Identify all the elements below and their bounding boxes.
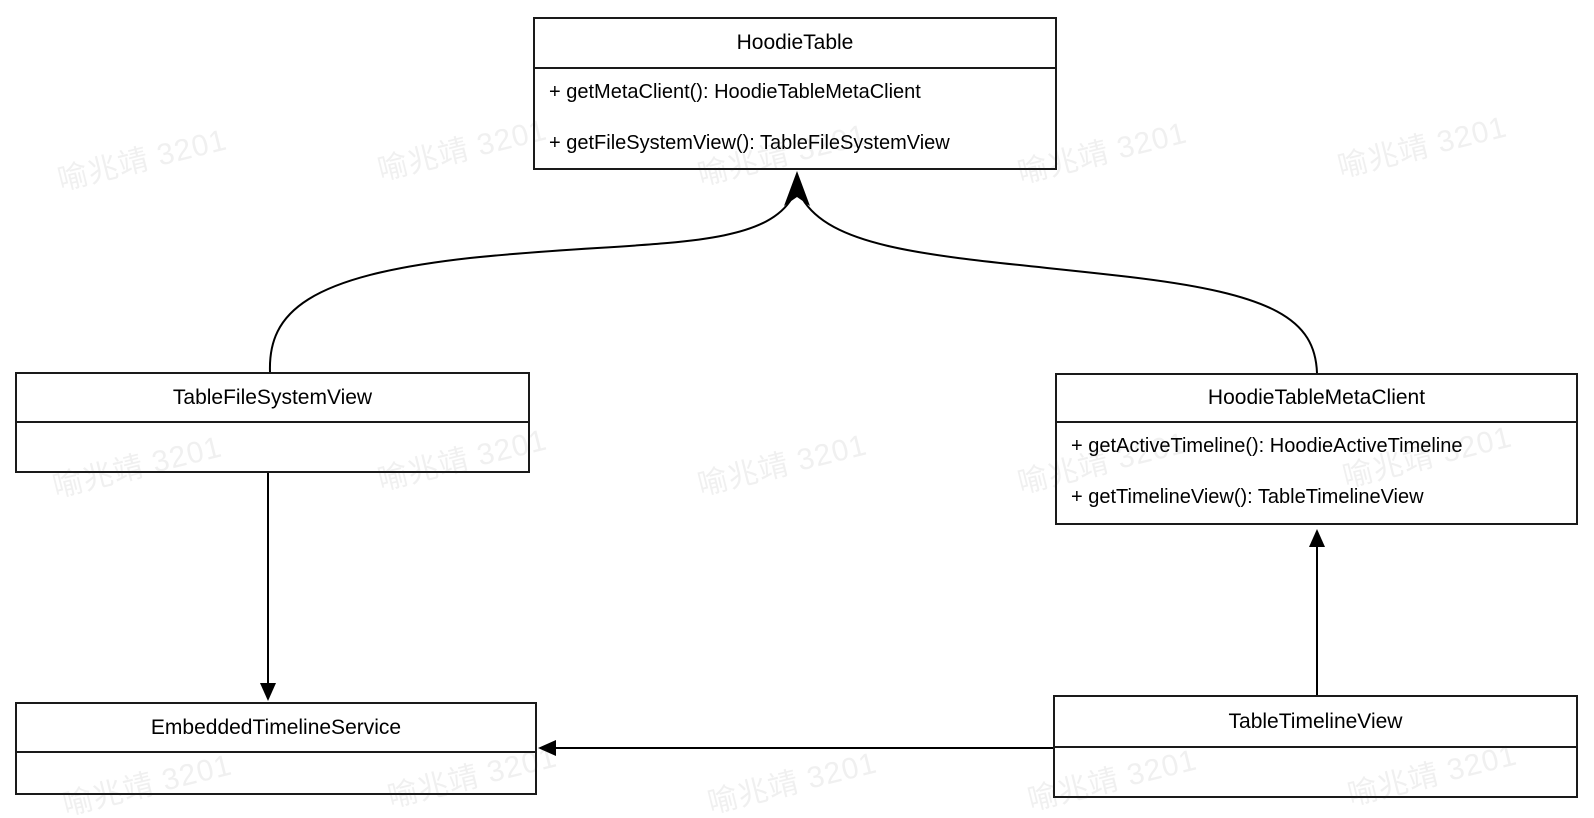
class-methods-hoodietablemetaclient: + getActiveTimeline(): HoodieActiveTimel… bbox=[1057, 423, 1576, 507]
class-box-embeddedtimelineservice: EmbeddedTimelineService bbox=[15, 702, 537, 795]
watermark: 喻兆靖 3201 bbox=[1334, 110, 1511, 185]
class-methods-hoodietable: + getMetaClient(): HoodieTableMetaClient… bbox=[535, 69, 1055, 153]
method-getfilesystemview: + getFileSystemView(): TableFileSystemVi… bbox=[549, 132, 950, 154]
class-box-tablefilesystemview: TableFileSystemView bbox=[15, 372, 530, 473]
method-getmetaclient: + getMetaClient(): HoodieTableMetaClient bbox=[549, 81, 921, 103]
class-methods-tablefilesystemview bbox=[17, 423, 528, 436]
watermark: 喻兆靖 3201 bbox=[694, 428, 871, 503]
watermark: 喻兆靖 3201 bbox=[704, 746, 881, 818]
method-gettimelineview: + getTimelineView(): TableTimelineView bbox=[1071, 486, 1424, 508]
class-title-hoodietable: HoodieTable bbox=[535, 19, 1055, 69]
class-methods-tabletimelineview bbox=[1055, 748, 1576, 761]
class-box-hoodietable: HoodieTable + getMetaClient(): HoodieTab… bbox=[533, 17, 1057, 170]
edge-hoodietablemetaclient-to-hoodietable bbox=[801, 197, 1318, 374]
method-getactivetimeline: + getActiveTimeline(): HoodieActiveTimel… bbox=[1071, 435, 1463, 457]
class-box-hoodietablemetaclient: HoodieTableMetaClient + getActiveTimelin… bbox=[1055, 373, 1578, 525]
arrowhead-left-embeddedtimelineservice bbox=[538, 740, 556, 756]
arrowhead-up-hoodietable bbox=[784, 171, 810, 206]
class-title-hoodietablemetaclient: HoodieTableMetaClient bbox=[1057, 375, 1576, 423]
watermark: 喻兆靖 3201 bbox=[374, 113, 551, 188]
watermark: 喻兆靖 3201 bbox=[54, 123, 231, 198]
class-title-embeddedtimelineservice: EmbeddedTimelineService bbox=[17, 704, 535, 753]
arrowhead-up-hoodietablemetaclient bbox=[1309, 529, 1325, 547]
class-methods-embeddedtimelineservice bbox=[17, 753, 535, 766]
class-title-tabletimelineview: TableTimelineView bbox=[1055, 697, 1576, 748]
class-box-tabletimelineview: TableTimelineView bbox=[1053, 695, 1578, 798]
edge-tablefilesystemview-to-hoodietable bbox=[268, 197, 793, 373]
arrowhead-down-embeddedtimelineservice bbox=[260, 683, 276, 701]
class-title-tablefilesystemview: TableFileSystemView bbox=[17, 374, 528, 423]
